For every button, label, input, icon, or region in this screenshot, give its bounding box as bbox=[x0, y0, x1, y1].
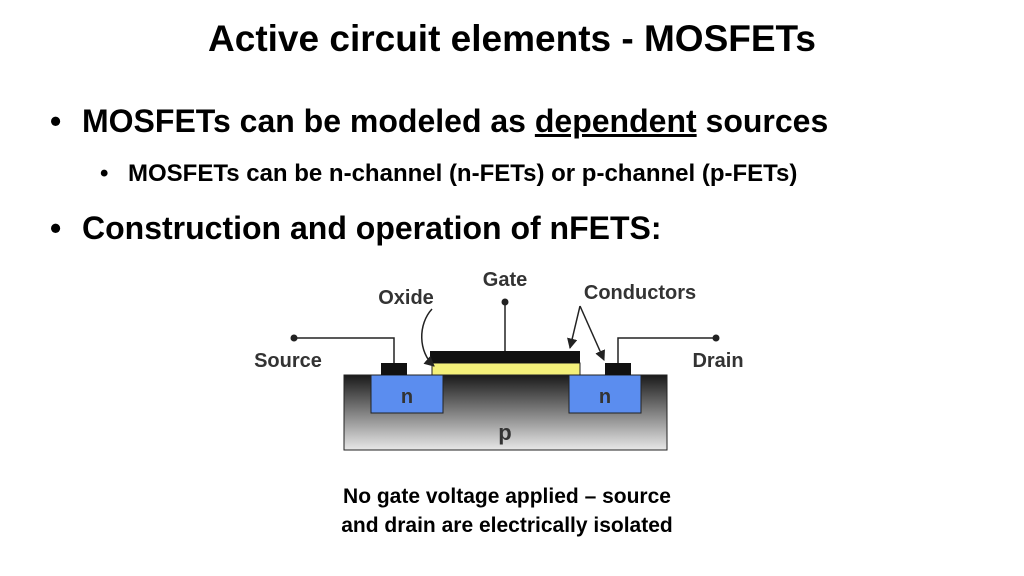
n-region-source bbox=[370, 374, 444, 414]
source-terminal bbox=[290, 334, 298, 342]
sub-bullet-channel-types: • MOSFETs can be n-channel (n-FETs) or p-… bbox=[100, 160, 797, 188]
oxide-pointer-arrow bbox=[421, 308, 435, 367]
source-lead bbox=[294, 337, 395, 363]
conductor-pointer-arrow-drain bbox=[579, 305, 605, 361]
bullet-text: Construction and operation of nFETS: bbox=[82, 210, 662, 246]
nfet-cross-section-diagram: Gate Oxide Conductors Source Drain n n p bbox=[254, 269, 744, 451]
source-contact bbox=[381, 363, 407, 375]
slide-title: Active circuit elements - MOSFETs bbox=[208, 18, 816, 59]
diagram-caption: No gate voltage applied – source and dra… bbox=[0, 482, 1014, 540]
source-label: Source bbox=[254, 350, 322, 372]
bullet-marker: • bbox=[50, 103, 62, 139]
oxide-layer bbox=[431, 362, 581, 376]
drain-contact bbox=[605, 363, 631, 375]
drain-label: Drain bbox=[692, 350, 743, 372]
n-region-drain-label: n bbox=[599, 386, 611, 408]
conductor-pointer-arrow-gate bbox=[567, 305, 581, 350]
n-region-source-label: n bbox=[401, 386, 413, 408]
bullet-mosfet-dependent-sources: • MOSFETs can be modeled as dependent sou… bbox=[50, 103, 828, 140]
drain-lead bbox=[617, 337, 716, 363]
conductors-label: Conductors bbox=[584, 282, 696, 304]
bullet-marker: • bbox=[100, 160, 109, 187]
gate-terminal bbox=[501, 298, 509, 306]
bullet-construction-operation: • Construction and operation of nFETS: bbox=[50, 210, 662, 247]
bullet-marker: • bbox=[50, 210, 62, 246]
bullet-text-part: MOSFETs can be modeled as bbox=[82, 103, 535, 139]
oxide-label: Oxide bbox=[378, 287, 434, 309]
caption-line: No gate voltage applied – source bbox=[343, 485, 671, 508]
bullet-text: MOSFETs can be n-channel (n-FETs) or p-c… bbox=[128, 160, 798, 187]
p-substrate-label: p bbox=[498, 420, 511, 445]
caption-line: and drain are electrically isolated bbox=[341, 514, 673, 537]
gate-label: Gate bbox=[483, 269, 527, 291]
drain-terminal bbox=[712, 334, 720, 342]
gate-conductor bbox=[430, 351, 580, 363]
bullet-text-part: sources bbox=[696, 103, 829, 139]
bullet-underlined-word: dependent bbox=[534, 103, 697, 139]
